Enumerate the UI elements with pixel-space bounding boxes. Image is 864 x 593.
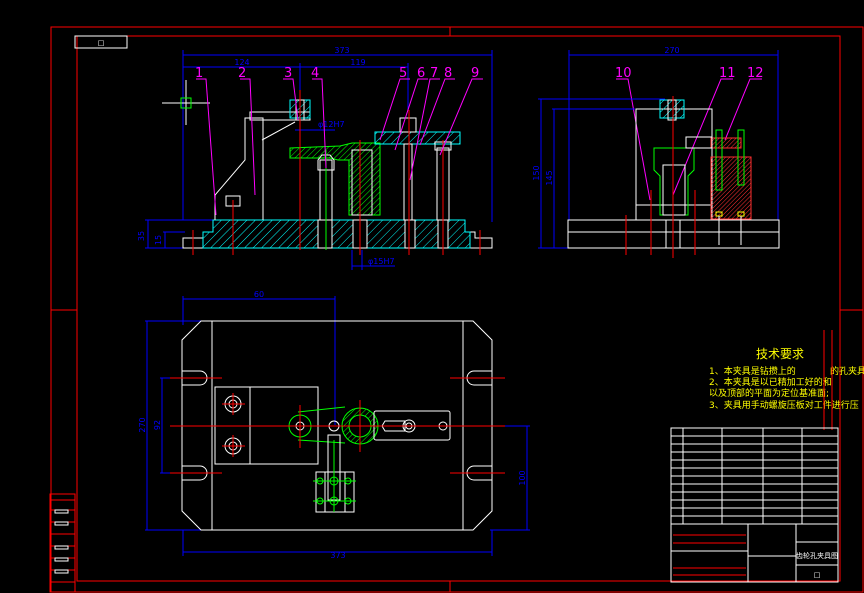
- tech-req-line-1: 1、本夹具是钻攒上的 的孔夹具: [709, 365, 864, 377]
- part-label-8: 8: [444, 66, 452, 81]
- part-label-2: 2: [238, 66, 246, 81]
- tech-req-line-4: 3、夹具用手动螺旋压板对工件进行压: [709, 399, 859, 411]
- part-label-5: 5: [399, 66, 407, 81]
- drawing-name: 齿轮孔夹具图: [796, 551, 838, 560]
- part-leaders: [196, 78, 762, 216]
- part-label-12: 12: [747, 66, 764, 81]
- dim-front-overall: 373: [334, 46, 349, 55]
- dim-base-height: 35: [137, 231, 146, 241]
- tech-req-line-2: 2、本夹具是以已精加工好的和: [709, 376, 832, 388]
- dim-hole-bottom: φ15H7: [368, 257, 395, 266]
- plan-view: 60 270 92 100 373: [138, 290, 530, 560]
- part-labels: 1 2 3 4 5 6 7 8 9 10 11 12: [195, 66, 764, 81]
- title-block: 齿轮孔夹具图 □: [670, 427, 839, 583]
- part-label-4: 4: [311, 66, 319, 81]
- part-label-9: 9: [471, 66, 479, 81]
- part-label-11: 11: [719, 66, 736, 81]
- drawing-frame: [50, 26, 864, 593]
- technical-requirements: 技术要求 1、本夹具是钻攒上的 的孔夹具 2、本夹具是以已精加工好的和 以及顶部…: [709, 347, 864, 411]
- dim-side-width: 270: [664, 46, 679, 55]
- dim-side-height-inner: 145: [545, 170, 554, 185]
- part-label-6: 6: [417, 66, 425, 81]
- dim-plan-slot-spacing: 92: [153, 420, 162, 430]
- corner-label-box: □: [74, 35, 128, 49]
- tech-req-line-3: 以及顶部的平面为定位基准面;: [709, 387, 829, 399]
- part-label-10: 10: [615, 66, 632, 81]
- dim-side-height-total: 150: [532, 165, 541, 180]
- dim-front-right: 119: [350, 58, 365, 67]
- svg-text:□: □: [98, 39, 105, 47]
- revision-strip: [49, 493, 76, 593]
- dim-front-left: 124: [234, 58, 249, 67]
- side-view: 270 150 145: [532, 46, 780, 258]
- dim-plan-offset: 60: [254, 290, 264, 299]
- sheet-mark: □: [814, 571, 821, 579]
- dim-plan-depth: 270: [138, 417, 147, 432]
- dim-hole-top: φ12H7: [318, 120, 345, 129]
- dim-plan-center-offset: 100: [518, 470, 527, 485]
- dim-base-step: 15: [154, 235, 163, 245]
- part-label-3: 3: [284, 66, 292, 81]
- tech-req-title: 技术要求: [756, 347, 804, 361]
- part-label-1: 1: [195, 66, 203, 81]
- part-label-7: 7: [430, 66, 438, 81]
- dim-plan-length: 373: [330, 551, 345, 560]
